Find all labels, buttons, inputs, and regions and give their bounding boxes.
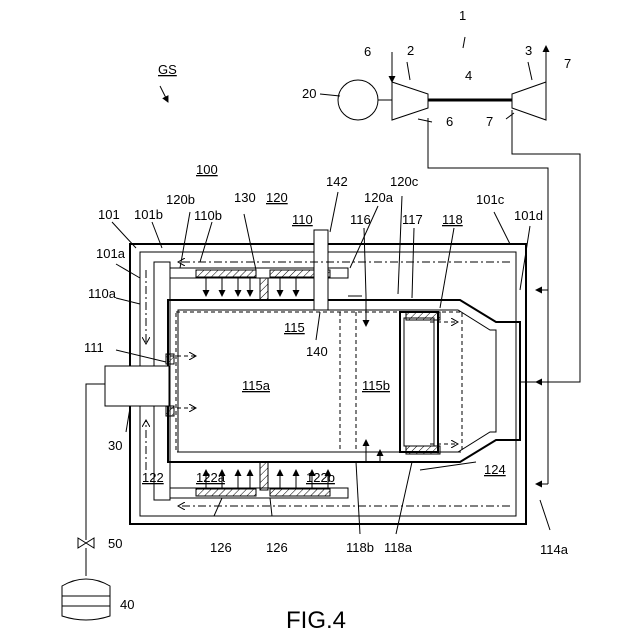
label-101c: 101c	[476, 192, 505, 207]
label-7b: 7	[486, 114, 493, 129]
label-110a: 110a	[88, 286, 117, 301]
label-126a: 126	[210, 540, 232, 555]
label-140: 140	[306, 344, 328, 359]
label-117: 117	[402, 212, 423, 227]
label-115: 115	[284, 320, 305, 335]
label-110b: 110b	[194, 208, 222, 223]
label-122b: 122b	[306, 470, 335, 485]
label-126b: 126	[266, 540, 288, 555]
label-110: 110	[292, 212, 313, 227]
label-115a: 115a	[242, 378, 271, 393]
label-120: 120	[266, 190, 288, 205]
fuel-injector	[314, 230, 328, 310]
label-3: 3	[525, 43, 532, 58]
label-111: 111	[84, 340, 104, 355]
label-6b: 6	[446, 114, 453, 129]
label-101: 101	[98, 207, 120, 222]
label-114a: 114a	[540, 542, 569, 557]
label-101b: 101b	[134, 207, 163, 222]
label-6a: 6	[364, 44, 371, 59]
label-30: 30	[108, 438, 122, 453]
label-118a: 118a	[384, 540, 413, 555]
label-4: 4	[465, 68, 472, 83]
label-122: 122	[142, 470, 164, 485]
label-120c: 120c	[390, 174, 419, 189]
label-40: 40	[120, 597, 134, 612]
label-142: 142	[326, 174, 348, 189]
label-116: 116	[350, 212, 371, 227]
label-20: 20	[302, 86, 316, 101]
label-50: 50	[108, 536, 122, 551]
label-1: 1	[459, 8, 466, 23]
fuel-nozzle	[105, 366, 169, 406]
label-122a: 122a	[196, 470, 226, 485]
label-101d: 101d	[514, 208, 543, 223]
label-gs: GS	[158, 62, 177, 77]
figure-caption: FIG.4	[286, 607, 346, 634]
compressor	[392, 82, 428, 120]
dilution-ring	[400, 312, 438, 452]
label-118b: 118b	[346, 540, 374, 555]
generator	[338, 80, 378, 120]
label-120b: 120b	[166, 192, 195, 207]
label-124: 124	[484, 462, 506, 477]
label-101a: 101a	[96, 246, 126, 261]
transition-piece	[168, 300, 520, 462]
label-2: 2	[407, 43, 414, 58]
cooling-arrows-top	[206, 278, 296, 296]
fuel-tank	[62, 579, 110, 620]
turbine	[512, 82, 546, 120]
label-120a: 120a	[364, 190, 394, 205]
combustor	[62, 192, 550, 620]
label-118: 118	[442, 212, 463, 227]
label-7a: 7	[564, 56, 571, 71]
label-115b: 115b	[362, 378, 390, 393]
label-130: 130	[234, 190, 256, 205]
label-100: 100	[196, 162, 218, 177]
